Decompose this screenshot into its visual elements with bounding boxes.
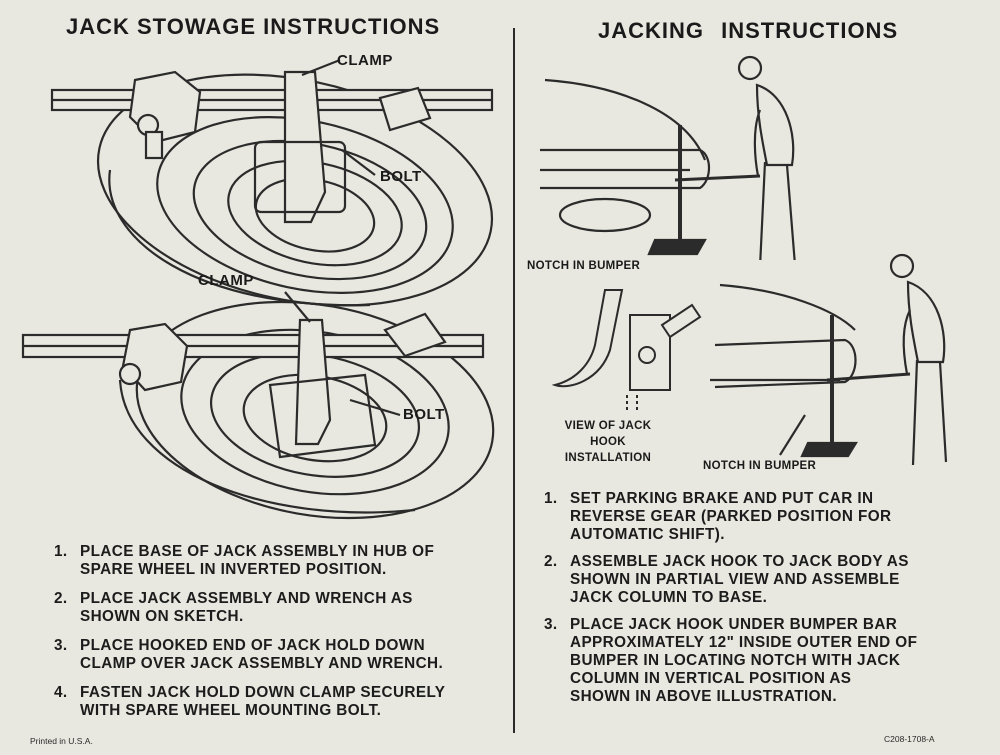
jack-hook-detail-illustration [552,289,702,413]
part-number-footer: C208-1708-A [884,734,935,744]
notch-in-bumper-label-bottom: NOTCH IN BUMPER [703,460,817,472]
jacking-steps-list: 1.SET PARKING BRAKE AND PUT CAR IN REVER… [544,490,984,715]
view-of-jack-hook-label: VIEW OF JACK HOOK INSTALLATION [564,420,652,464]
jacking-illustration-bottom [710,253,948,466]
bolt-label-top: BOLT [380,168,422,185]
notch-in-bumper-label-top: NOTCH IN BUMPER [527,260,641,272]
jacking-heading: JACKING INSTRUCTIONS [598,18,899,43]
list-item: 4.FASTEN JACK HOLD DOWN CLAMP SECURELY W… [54,684,446,719]
jack-stowage-illustration-bottom [21,291,495,520]
list-item: 2.ASSEMBLE JACK HOOK TO JACK BODY AS SHO… [544,553,909,606]
list-item: 3.PLACE JACK HOOK UNDER BUMPER BAR APPRO… [544,616,918,705]
bolt-label-bottom: BOLT [403,406,445,423]
stowage-steps-list: 1.PLACE BASE OF JACK ASSEMBLY IN HUB OF … [54,543,504,731]
jacking-illustration-top [540,55,796,260]
list-item: 2.PLACE JACK ASSEMBLY AND WRENCH AS SHOW… [54,590,413,625]
list-item: 1.SET PARKING BRAKE AND PUT CAR IN REVER… [544,490,892,543]
printed-in-footer: Printed in U.S.A. [30,736,93,746]
column-divider [513,28,515,733]
jack-stowage-illustration-top [50,58,494,307]
list-item: 1.PLACE BASE OF JACK ASSEMBLY IN HUB OF … [54,543,435,578]
clamp-label-bottom: CLAMP [198,272,254,289]
list-item: 3.PLACE HOOKED END OF JACK HOLD DOWN CLA… [54,637,444,672]
jack-stowage-heading: JACK STOWAGE INSTRUCTIONS [66,14,441,39]
clamp-label-top: CLAMP [337,52,393,69]
